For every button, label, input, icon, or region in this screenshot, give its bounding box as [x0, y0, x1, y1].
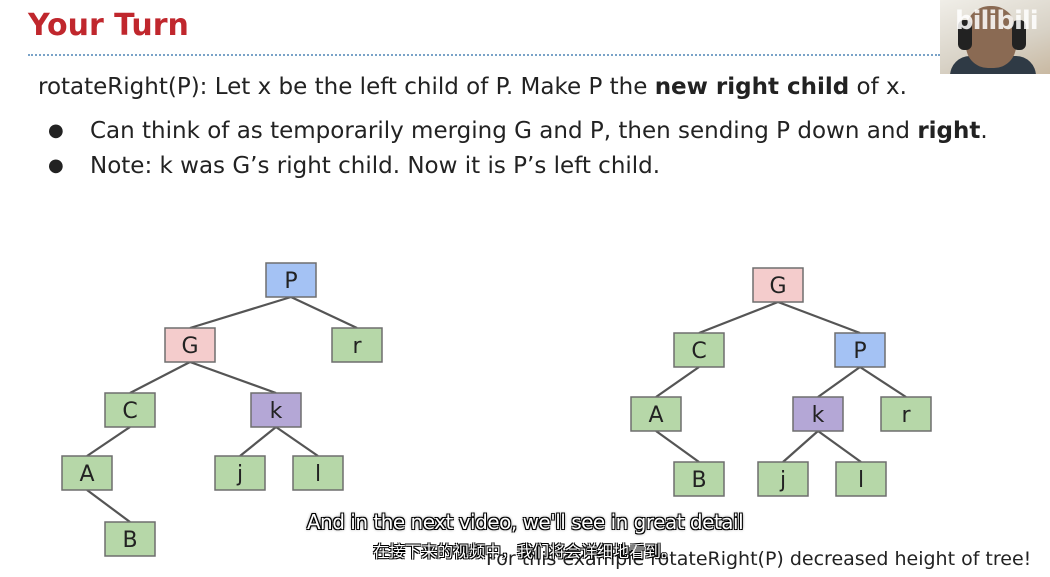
- after-edge-G-C: [698, 300, 779, 335]
- before-node-A: A: [61, 455, 113, 491]
- after-node-label-G: G: [769, 274, 786, 299]
- after-node-P: P: [834, 332, 886, 368]
- after-edge-P-r: [859, 366, 907, 398]
- before-node-G: G: [164, 327, 216, 363]
- before-node-j: j: [214, 455, 266, 491]
- before-node-box-P: [265, 262, 317, 298]
- definition-suffix: of x.: [849, 74, 907, 100]
- before-node-box-G: [164, 327, 216, 363]
- before-node-label-B: B: [122, 528, 137, 553]
- rotate-right-definition: rotateRight(P): Let x be the left child …: [38, 74, 907, 100]
- before-node-box-k: [250, 392, 302, 428]
- before-node-box-r: [331, 327, 383, 363]
- after-node-box-B: [673, 461, 725, 497]
- after-node-box-j: [757, 461, 809, 497]
- after-edge-k-l: [817, 430, 862, 463]
- before-edge-G-C: [129, 361, 191, 394]
- definition-bold: new right child: [654, 74, 850, 100]
- after-node-l: l: [835, 461, 887, 497]
- before-edge-P-G: [189, 295, 292, 330]
- slide-note: For this example rotateRight(P) decrease…: [486, 548, 1032, 570]
- after-edge-P-k: [817, 366, 861, 398]
- webcam-overlay: [940, 0, 1050, 74]
- after-edge-G-P: [777, 300, 861, 335]
- before-node-label-j: j: [236, 462, 243, 487]
- after-node-label-r: r: [901, 403, 911, 428]
- after-node-label-B: B: [691, 468, 706, 493]
- before-edge-k-l: [275, 426, 319, 457]
- before-node-P: P: [265, 262, 317, 298]
- bullet-merge-suffix: .: [980, 118, 988, 144]
- before-edge-A-B: [86, 489, 131, 523]
- title-divider: [28, 54, 940, 56]
- after-node-r: r: [880, 396, 932, 432]
- bullet-merge: ● Can think of as temporarily merging G a…: [48, 118, 988, 144]
- after-node-box-C: [673, 332, 725, 368]
- before-node-label-P: P: [284, 269, 297, 294]
- before-node-C: C: [104, 392, 156, 428]
- after-node-box-A: [630, 396, 682, 432]
- after-edge-k-j: [782, 430, 819, 463]
- before-edge-P-r: [290, 296, 358, 329]
- before-node-label-r: r: [352, 334, 362, 359]
- bullet-dot-icon: ●: [48, 120, 64, 141]
- bullet-note: ● Note: k was G’s right child. Now it is …: [48, 153, 660, 179]
- after-node-C: C: [673, 332, 725, 368]
- before-node-l: l: [292, 455, 344, 491]
- subtitle-chinese: 在接下来的视频中，我们将会详细地看到。: [372, 542, 677, 561]
- before-node-label-C: C: [122, 399, 137, 424]
- before-node-label-G: G: [181, 334, 198, 359]
- after-edge-C-A: [655, 366, 700, 398]
- before-node-label-A: A: [79, 462, 94, 487]
- subtitle-english: And in the next video, we'll see in grea…: [306, 510, 744, 534]
- after-node-label-j: j: [779, 468, 786, 493]
- after-node-k: k: [792, 396, 844, 432]
- after-node-box-P: [834, 332, 886, 368]
- before-node-r: r: [331, 327, 383, 363]
- after-node-label-l: l: [858, 468, 864, 493]
- before-node-B: B: [104, 521, 156, 557]
- after-node-label-A: A: [648, 403, 663, 428]
- after-node-label-C: C: [691, 339, 706, 364]
- before-node-box-l: [292, 455, 344, 491]
- after-node-box-r: [880, 396, 932, 432]
- after-node-G: G: [752, 267, 804, 303]
- before-node-box-B: [104, 521, 156, 557]
- after-node-A: A: [630, 396, 682, 432]
- after-node-box-k: [792, 396, 844, 432]
- after-node-box-l: [835, 461, 887, 497]
- before-edge-G-k: [189, 360, 277, 395]
- slide-title: Your Turn: [28, 8, 189, 43]
- after-node-B: B: [673, 461, 725, 497]
- bullet-merge-bold: right: [917, 118, 981, 144]
- before-edge-k-j: [239, 426, 277, 457]
- before-edge-C-A: [86, 426, 131, 457]
- definition-text: rotateRight(P): Let x be the left child …: [38, 74, 655, 100]
- before-node-box-j: [214, 455, 266, 491]
- before-node-label-l: l: [315, 462, 321, 487]
- bilibili-watermark: bilibili: [955, 6, 1039, 36]
- after-edge-A-B: [655, 430, 700, 463]
- before-node-box-A: [61, 455, 113, 491]
- bullet-note-text: Note: k was G’s right child. Now it is P…: [90, 153, 661, 179]
- bullet-dot-icon: ●: [48, 155, 64, 176]
- after-node-label-P: P: [853, 339, 866, 364]
- before-node-label-k: k: [270, 399, 283, 424]
- after-node-j: j: [757, 461, 809, 497]
- before-node-box-C: [104, 392, 156, 428]
- after-node-label-k: k: [812, 403, 825, 428]
- after-node-box-G: [752, 267, 804, 303]
- before-node-k: k: [250, 392, 302, 428]
- bullet-merge-text: Can think of as temporarily merging G an…: [90, 118, 918, 144]
